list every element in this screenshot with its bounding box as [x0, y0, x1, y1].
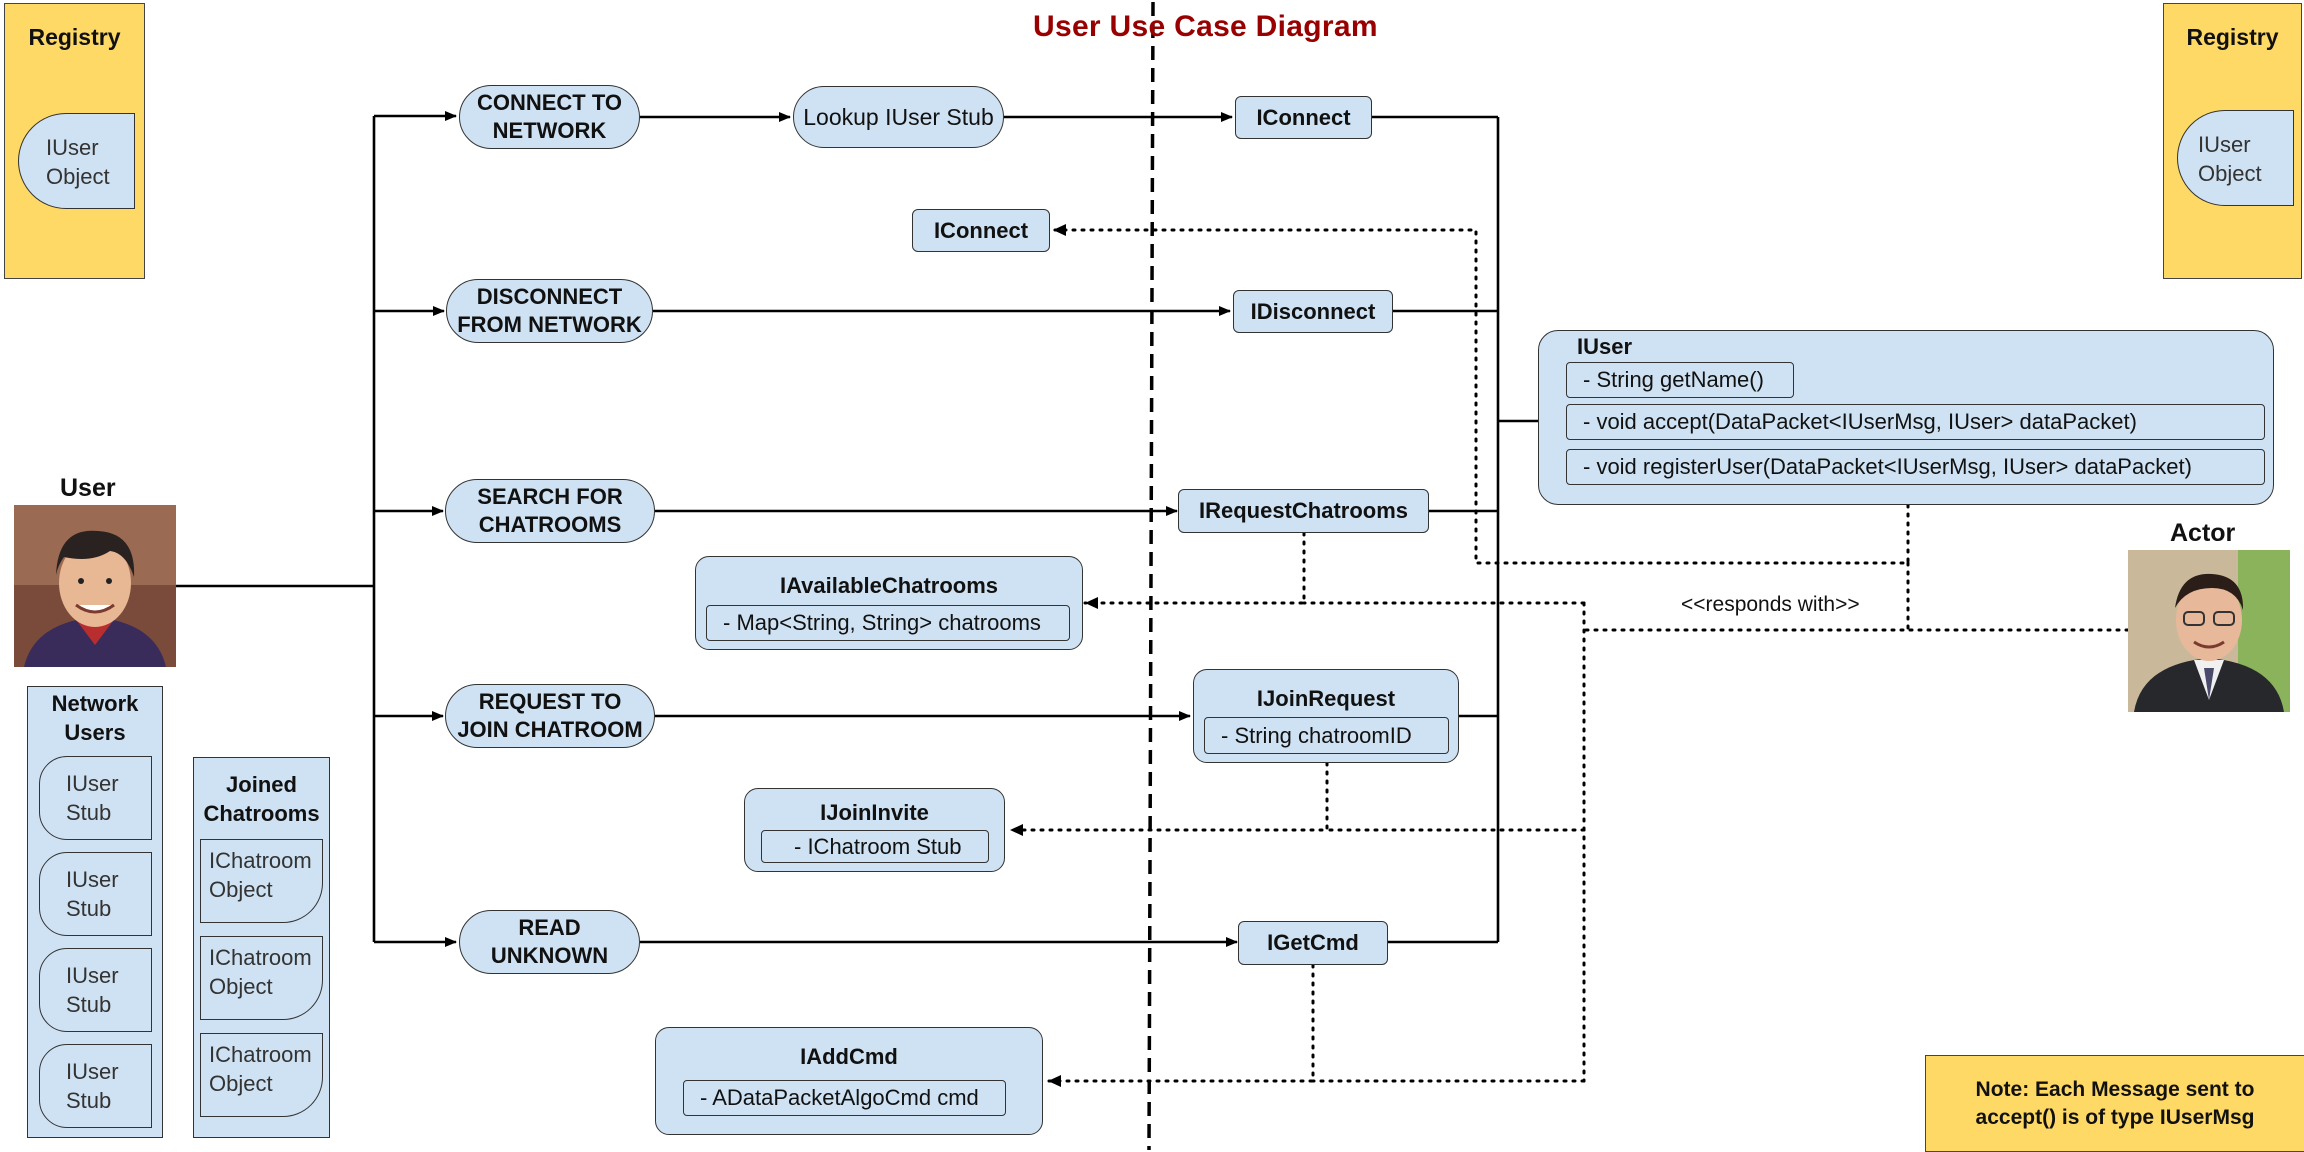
system-boundary-line	[1147, 1, 1155, 1151]
network-user-stub-label: IUser Stub	[66, 771, 119, 825]
responds-with-label: <<responds with>>	[1681, 593, 1860, 616]
msg-iaddcmd-title: IAddCmd	[800, 1044, 898, 1069]
msg-iconnect-label: IConnect	[1256, 104, 1351, 130]
msg-iaddcmd-member: - ADataPacketAlgoCmd cmd	[683, 1080, 1006, 1116]
user-photo	[14, 505, 176, 667]
msg-irequestchatrooms-label: IRequestChatrooms	[1198, 498, 1409, 523]
actor-photo	[2128, 550, 2290, 712]
msg-iaddcmd[interactable]: IAddCmd - ADataPacketAlgoCmd cmd	[655, 1027, 1043, 1135]
use-case-read-label: READ UNKNOWN	[490, 915, 609, 968]
lookup-iuser-stub-label: Lookup IUser Stub	[803, 104, 994, 130]
network-user-stub-label: IUser Stub	[66, 867, 119, 921]
network-user-stub-label: IUser Stub	[66, 963, 119, 1017]
joined-chatroom-object-label: IChatroom Object	[209, 848, 312, 902]
network-user-stub: IUser Stub	[39, 1044, 152, 1128]
use-case-read[interactable]: READ UNKNOWN	[459, 910, 640, 974]
joined-chatroom-object: IChatroom Object	[200, 936, 323, 1020]
use-case-disconnect[interactable]: DISCONNECT FROM NETWORK	[446, 279, 653, 343]
joined-chatrooms-title: Joined Chatrooms	[203, 772, 320, 826]
msg-ijoinrequest-title: IJoinRequest	[1256, 686, 1396, 711]
msg-ijoininvite-member: - IChatroom Stub	[761, 830, 989, 863]
joined-chatroom-object-label: IChatroom Object	[209, 945, 312, 999]
registry-left-object: IUser Object	[18, 113, 135, 209]
iuser-interface-title: IUser	[1577, 334, 1633, 359]
msg-iconnect-reply-label: IConnect	[933, 217, 1029, 243]
diagram-title: User Use Case Diagram	[1033, 10, 1378, 43]
registry-right-title: Registry	[2186, 24, 2279, 50]
joined-chatroom-object: IChatroom Object	[200, 839, 323, 923]
joined-chatroom-object-label: IChatroom Object	[209, 1042, 312, 1096]
use-case-disconnect-label: DISCONNECT FROM NETWORK	[457, 284, 642, 337]
msg-ijoinrequest[interactable]: IJoinRequest - String chatroomID	[1193, 669, 1459, 763]
network-user-stub: IUser Stub	[39, 756, 152, 840]
msg-iconnect-reply[interactable]: IConnect	[912, 209, 1050, 252]
iuser-method-accept: - void accept(DataPacket<IUserMsg, IUser…	[1566, 404, 2265, 440]
msg-iavailablechatrooms-member: - Map<String, String> chatrooms	[706, 605, 1070, 641]
iuser-method-getname: - String getName()	[1566, 362, 1794, 398]
joined-chatroom-object: IChatroom Object	[200, 1033, 323, 1117]
use-case-connect[interactable]: CONNECT TO NETWORK	[459, 85, 640, 149]
iuser-interface[interactable]: IUser - String getName() - void accept(D…	[1538, 330, 2274, 505]
user-label: User	[60, 474, 116, 502]
msg-ijoininvite[interactable]: IJoinInvite - IChatroom Stub	[744, 788, 1005, 872]
registry-left-object-label: IUser Object	[46, 135, 110, 189]
iuser-method-registeruser: - void registerUser(DataPacket<IUserMsg,…	[1566, 449, 2265, 485]
registry-right-object-label: IUser Object	[2198, 132, 2262, 186]
registry-left-title: Registry	[28, 24, 121, 50]
network-users-title: Network Users	[51, 691, 139, 745]
use-case-connect-label: CONNECT TO NETWORK	[476, 90, 623, 143]
use-case-join[interactable]: REQUEST TO JOIN CHATROOM	[445, 684, 655, 748]
lookup-iuser-stub[interactable]: Lookup IUser Stub	[793, 86, 1004, 148]
msg-iconnect[interactable]: IConnect	[1235, 96, 1372, 139]
note-text: Note: Each Message sent to accept() is o…	[1975, 1077, 2255, 1129]
network-user-stub-label: IUser Stub	[66, 1059, 119, 1113]
network-user-stub: IUser Stub	[39, 948, 152, 1032]
use-case-search-label: SEARCH FOR CHATROOMS	[477, 484, 623, 537]
registry-right: Registry IUser Object	[2163, 3, 2302, 279]
msg-igetcmd-label: IGetCmd	[1267, 930, 1359, 955]
msg-idisconnect-label: IDisconnect	[1250, 298, 1376, 324]
msg-idisconnect[interactable]: IDisconnect	[1233, 290, 1393, 333]
use-case-search[interactable]: SEARCH FOR CHATROOMS	[445, 479, 655, 543]
use-case-join-label: REQUEST TO JOIN CHATROOM	[457, 689, 643, 742]
registry-left: Registry IUser Object	[4, 3, 145, 279]
network-user-stub: IUser Stub	[39, 852, 152, 936]
registry-right-object: IUser Object	[2177, 110, 2294, 206]
note-box: Note: Each Message sent to accept() is o…	[1925, 1055, 2304, 1152]
msg-igetcmd[interactable]: IGetCmd	[1238, 921, 1388, 965]
msg-ijoinrequest-member: - String chatroomID	[1204, 717, 1449, 754]
msg-iavailablechatrooms-title: IAvailableChatrooms	[779, 573, 999, 598]
msg-irequestchatrooms[interactable]: IRequestChatrooms	[1178, 489, 1429, 533]
msg-ijoininvite-title: IJoinInvite	[820, 800, 929, 825]
actor-label: Actor	[2170, 519, 2236, 547]
msg-iavailablechatrooms[interactable]: IAvailableChatrooms - Map<String, String…	[695, 556, 1083, 650]
